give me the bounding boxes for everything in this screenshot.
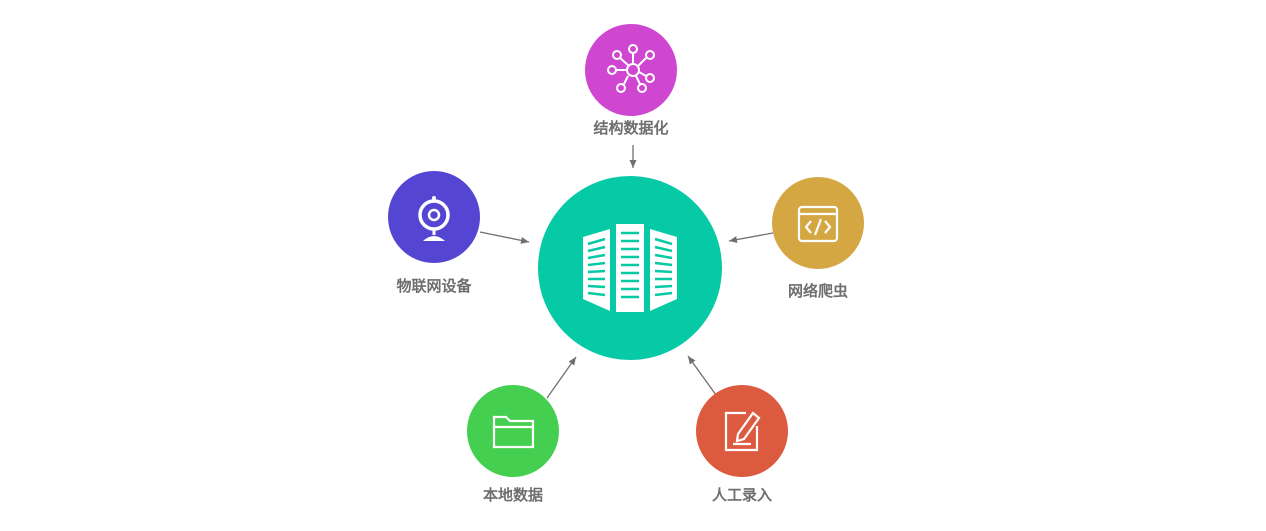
node-manual-label: 人工录入: [712, 486, 772, 504]
node-iot-label: 物联网设备: [396, 277, 472, 295]
arrow-crawler-to-center: [728, 232, 774, 244]
node-crawler-circle: [772, 177, 864, 269]
arrow-manual-to-center: [687, 355, 717, 396]
node-iot-circle: [388, 171, 480, 263]
node-manual: 人工录入: [696, 385, 788, 504]
arrow-iot-to-center: [479, 231, 530, 244]
node-crawler: 网络爬虫: [772, 177, 864, 300]
node-manual-circle: [696, 385, 788, 477]
code-window-icon: [797, 205, 839, 243]
center-node: [538, 176, 722, 360]
node-local: 本地数据: [467, 385, 559, 504]
folder-icon: [492, 415, 535, 449]
network-hub-icon: [607, 44, 655, 93]
node-local-circle: [467, 385, 559, 477]
node-iot: 物联网设备: [388, 171, 480, 295]
node-crawler-label: 网络爬虫: [788, 282, 848, 300]
arrow-local-to-center: [546, 356, 577, 399]
edit-note-icon: [724, 411, 761, 452]
node-structured-label: 结构数据化: [593, 119, 668, 137]
webcam-icon: [418, 196, 450, 241]
node-local-label: 本地数据: [483, 486, 543, 504]
node-structured: 结构数据化: [585, 24, 677, 137]
server-rack-icon: [583, 224, 677, 312]
node-structured-circle: [585, 24, 677, 116]
